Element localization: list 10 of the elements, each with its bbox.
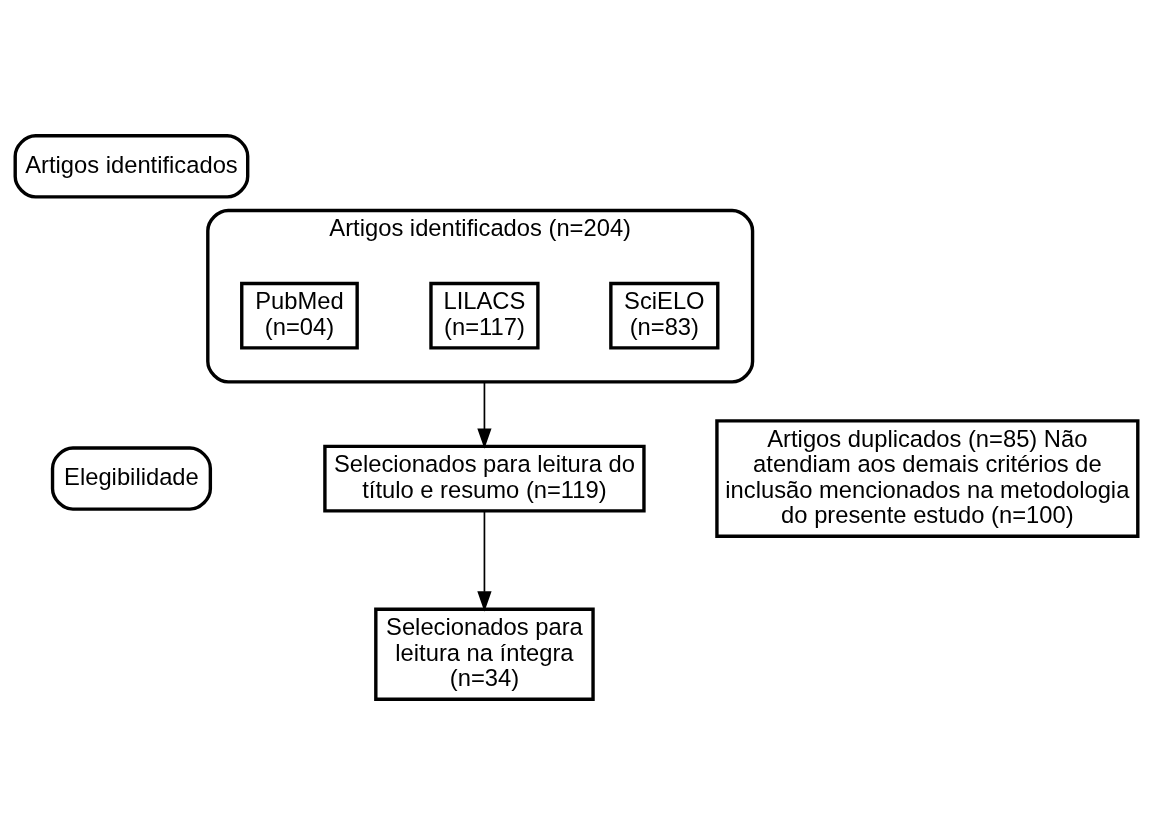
node-box: Selecionados para leitura na íntegra (n=34) (374, 607, 595, 701)
node-box: Artigos identificados (13, 133, 250, 199)
node-box: Selecionados para leitura do título e resumo (n=119) (323, 444, 646, 513)
arrow (477, 509, 492, 612)
node-box: PubMed (n=04) (240, 281, 359, 350)
arrow (477, 380, 492, 449)
node-box: Artigos duplicados (n=85) Não atendiam aos demais critérios de inclusão mencionados na metodologia do presente estudo (n=100) (715, 418, 1140, 538)
node-box: SciELO (n=83) (609, 281, 720, 350)
node-box: LILACS (n=117) (429, 281, 540, 350)
node-box: Elegibilidade (50, 445, 213, 511)
